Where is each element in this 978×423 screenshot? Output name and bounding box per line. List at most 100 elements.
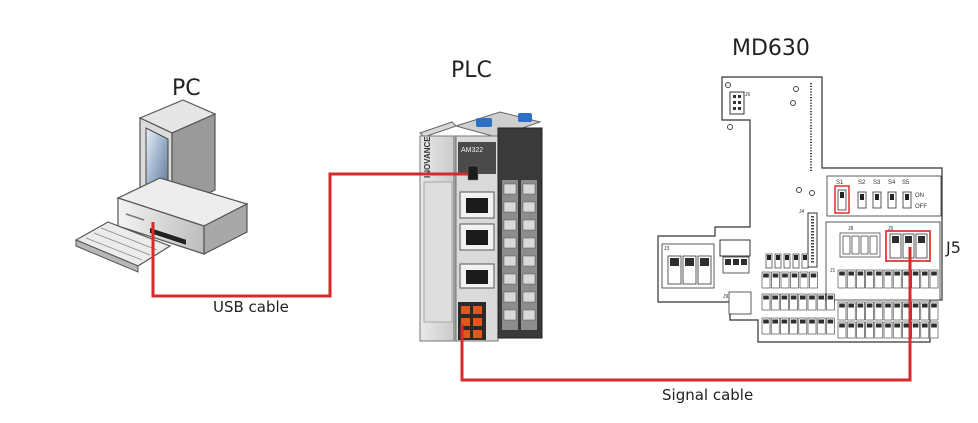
plc-illustration: INOVANCE AM322 xyxy=(419,111,543,342)
terminal-block xyxy=(920,301,930,321)
terminal-screw xyxy=(857,303,864,308)
switch-label-s2: S2 xyxy=(858,180,866,186)
terminal-block xyxy=(892,301,902,321)
switch-off-label: OFF xyxy=(915,204,927,210)
terminal-block xyxy=(816,293,826,311)
plc-model-text: AM322 xyxy=(461,147,483,154)
terminal-screw xyxy=(866,323,873,328)
terminal-block xyxy=(865,321,874,339)
connector-label-j8: J8 xyxy=(848,226,854,232)
j5-callout-label: J5 xyxy=(946,238,961,257)
terminal-block xyxy=(837,269,847,289)
terminal-screw xyxy=(848,303,854,308)
terminal-block xyxy=(856,321,865,339)
terminal-screw xyxy=(912,271,919,276)
plc-brand-text: INOVANCE xyxy=(423,136,432,178)
terminal-block xyxy=(865,269,874,289)
terminal-screw xyxy=(809,319,815,324)
terminal-block xyxy=(874,301,884,321)
terminal-screw xyxy=(922,323,928,328)
terminal-block xyxy=(761,317,771,335)
terminal-screw xyxy=(857,323,864,328)
terminal-screw xyxy=(810,273,817,278)
pc-label: PC xyxy=(172,76,201,101)
terminal-block xyxy=(846,301,856,321)
terminal-block xyxy=(837,301,847,321)
terminal-screw xyxy=(885,303,891,308)
terminal-block xyxy=(874,269,884,289)
terminal-screw xyxy=(827,295,834,300)
connector-label-j4: J4 xyxy=(799,209,805,215)
switch-label-s3: S3 xyxy=(873,180,881,186)
terminal-screw xyxy=(876,271,882,276)
terminal-block xyxy=(856,269,865,289)
terminal-block xyxy=(780,293,789,311)
terminal-block xyxy=(929,321,939,339)
terminal-screw xyxy=(894,323,900,328)
signal-cable-label: Signal cable xyxy=(662,386,754,404)
connector-label-j5-small: J5 xyxy=(888,226,894,232)
pc-illustration xyxy=(74,99,249,273)
terminal-screw xyxy=(912,323,919,328)
usb-cable xyxy=(151,172,468,298)
terminal-block xyxy=(807,317,817,335)
terminal-screw xyxy=(876,303,882,308)
terminal-block xyxy=(892,269,902,289)
terminal-screw xyxy=(885,323,891,328)
terminal-block xyxy=(911,301,920,321)
terminal-screw xyxy=(791,273,798,278)
plc-label: PLC xyxy=(451,58,492,83)
terminal-screw xyxy=(839,323,845,328)
terminal-block xyxy=(770,317,780,335)
terminal-block xyxy=(920,269,930,289)
terminal-screw xyxy=(782,273,788,278)
terminal-screw xyxy=(866,303,873,308)
terminal-screw xyxy=(903,271,910,276)
terminal-block xyxy=(761,293,771,311)
terminal-block xyxy=(799,271,809,289)
terminal-block xyxy=(911,269,920,289)
terminal-block xyxy=(920,321,930,339)
signal-cable xyxy=(460,247,912,382)
terminal-screw xyxy=(781,295,788,300)
terminal-block xyxy=(865,301,874,321)
terminal-screw xyxy=(931,303,937,308)
terminal-block xyxy=(770,293,780,311)
terminal-block xyxy=(771,271,780,289)
terminal-screw xyxy=(839,271,845,276)
terminal-block xyxy=(874,321,884,339)
terminal-screw xyxy=(763,273,769,278)
terminal-screw xyxy=(800,319,806,324)
terminal-block xyxy=(826,317,835,335)
terminal-block xyxy=(883,269,893,289)
terminal-block xyxy=(790,271,799,289)
connector-label-j6: J6 xyxy=(745,92,751,98)
terminal-screw xyxy=(885,271,891,276)
switch-label-s1: S1 xyxy=(836,180,844,186)
connector-label-j9: J9 xyxy=(723,294,729,300)
switch-label-s4: S4 xyxy=(888,180,896,186)
terminal-screw xyxy=(839,303,845,308)
terminal-block xyxy=(798,317,808,335)
terminal-screw xyxy=(790,295,797,300)
terminal-screw xyxy=(801,273,807,278)
terminal-block xyxy=(798,293,808,311)
terminal-block xyxy=(883,321,893,339)
terminal-screw xyxy=(922,303,928,308)
connector-label-j1: J1 xyxy=(830,268,836,274)
terminal-screw xyxy=(818,295,824,300)
terminal-block xyxy=(807,293,817,311)
terminal-block xyxy=(837,321,847,339)
terminal-block xyxy=(780,317,789,335)
terminal-block xyxy=(761,271,771,289)
terminal-block xyxy=(826,293,835,311)
terminal-block xyxy=(929,301,939,321)
terminal-screw xyxy=(772,273,779,278)
terminal-screw xyxy=(894,271,900,276)
terminal-screw xyxy=(818,319,824,324)
terminal-screw xyxy=(827,319,834,324)
terminal-block xyxy=(846,269,856,289)
terminal-screw xyxy=(903,323,910,328)
terminal-screw xyxy=(848,271,854,276)
connector-label-j3: J3 xyxy=(664,246,670,252)
